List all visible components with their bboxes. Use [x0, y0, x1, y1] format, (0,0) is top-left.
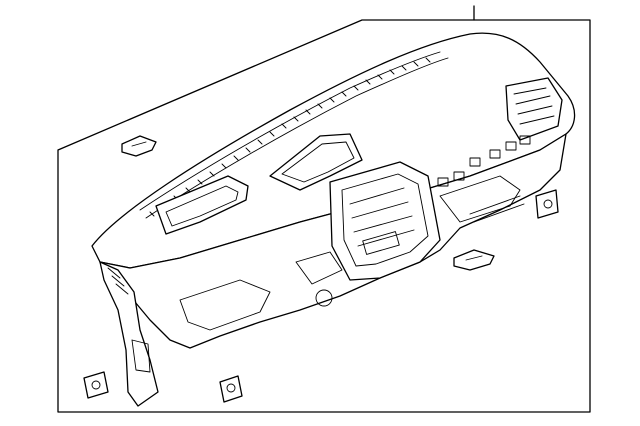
- mounting-bracket-icon: [535, 189, 559, 219]
- switch-blocks: [437, 135, 531, 187]
- fastener-clip-icon: [453, 249, 495, 271]
- mounting-bracket-icon: [219, 375, 243, 403]
- fastener-clip-icon: [121, 135, 157, 157]
- diagram-frame: [57, 5, 591, 413]
- instrument-panel: [91, 32, 576, 407]
- mounting-bracket-icon: [83, 371, 109, 399]
